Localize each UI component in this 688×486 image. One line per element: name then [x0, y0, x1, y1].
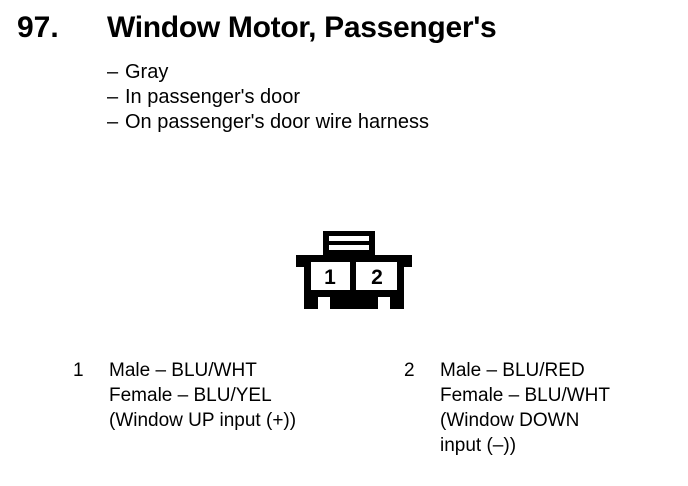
- connector-body: [296, 255, 412, 309]
- description-item: – In passenger's door: [107, 85, 429, 110]
- page-title: 97. Window Motor, Passenger's: [17, 11, 497, 45]
- pin-legend-entry-2: 2 Male – BLU/RED Female – BLU/WHT (Windo…: [404, 358, 610, 458]
- description-list: – Gray – In passenger's door – On passen…: [107, 60, 429, 135]
- pin-line-male: Male – BLU/RED: [440, 360, 585, 381]
- dash-marker: –: [107, 61, 119, 83]
- pin-description: Male – BLU/WHT Female – BLU/YEL (Window …: [109, 358, 296, 433]
- entry-title: Window Motor, Passenger's: [107, 11, 497, 44]
- pin-number: 2: [404, 360, 415, 381]
- pin-line-female: Female – BLU/YEL: [109, 385, 272, 406]
- description-item-label: On passenger's door wire harness: [125, 111, 429, 133]
- description-item-label: In passenger's door: [125, 86, 301, 108]
- connector-cell-2-label: 2: [371, 266, 383, 289]
- pin-line-function-cont: input (–)): [440, 435, 517, 456]
- connector-illustration: 1 2: [296, 231, 412, 309]
- dash-marker: –: [107, 111, 119, 133]
- entry-number: 97.: [17, 11, 59, 44]
- connector-diagram: 1 2: [294, 231, 416, 321]
- description-item: – On passenger's door wire harness: [107, 110, 429, 135]
- connector-locking-tab: [323, 231, 375, 257]
- connector-cell-1-label: 1: [324, 266, 336, 289]
- pin-line-function: (Window DOWN: [440, 410, 580, 431]
- pin-legend-entry-1: 1 Male – BLU/WHT Female – BLU/YEL (Windo…: [73, 358, 296, 433]
- pin-description: Male – BLU/RED Female – BLU/WHT (Window …: [440, 358, 610, 458]
- description-item-label: Gray: [125, 61, 169, 83]
- description-item: – Gray: [107, 60, 429, 85]
- pin-line-female: Female – BLU/WHT: [440, 385, 610, 406]
- pin-line-male: Male – BLU/WHT: [109, 360, 257, 381]
- pin-line-function: (Window UP input (+)): [109, 410, 297, 431]
- pin-number: 1: [73, 360, 84, 381]
- dash-marker: –: [107, 86, 119, 108]
